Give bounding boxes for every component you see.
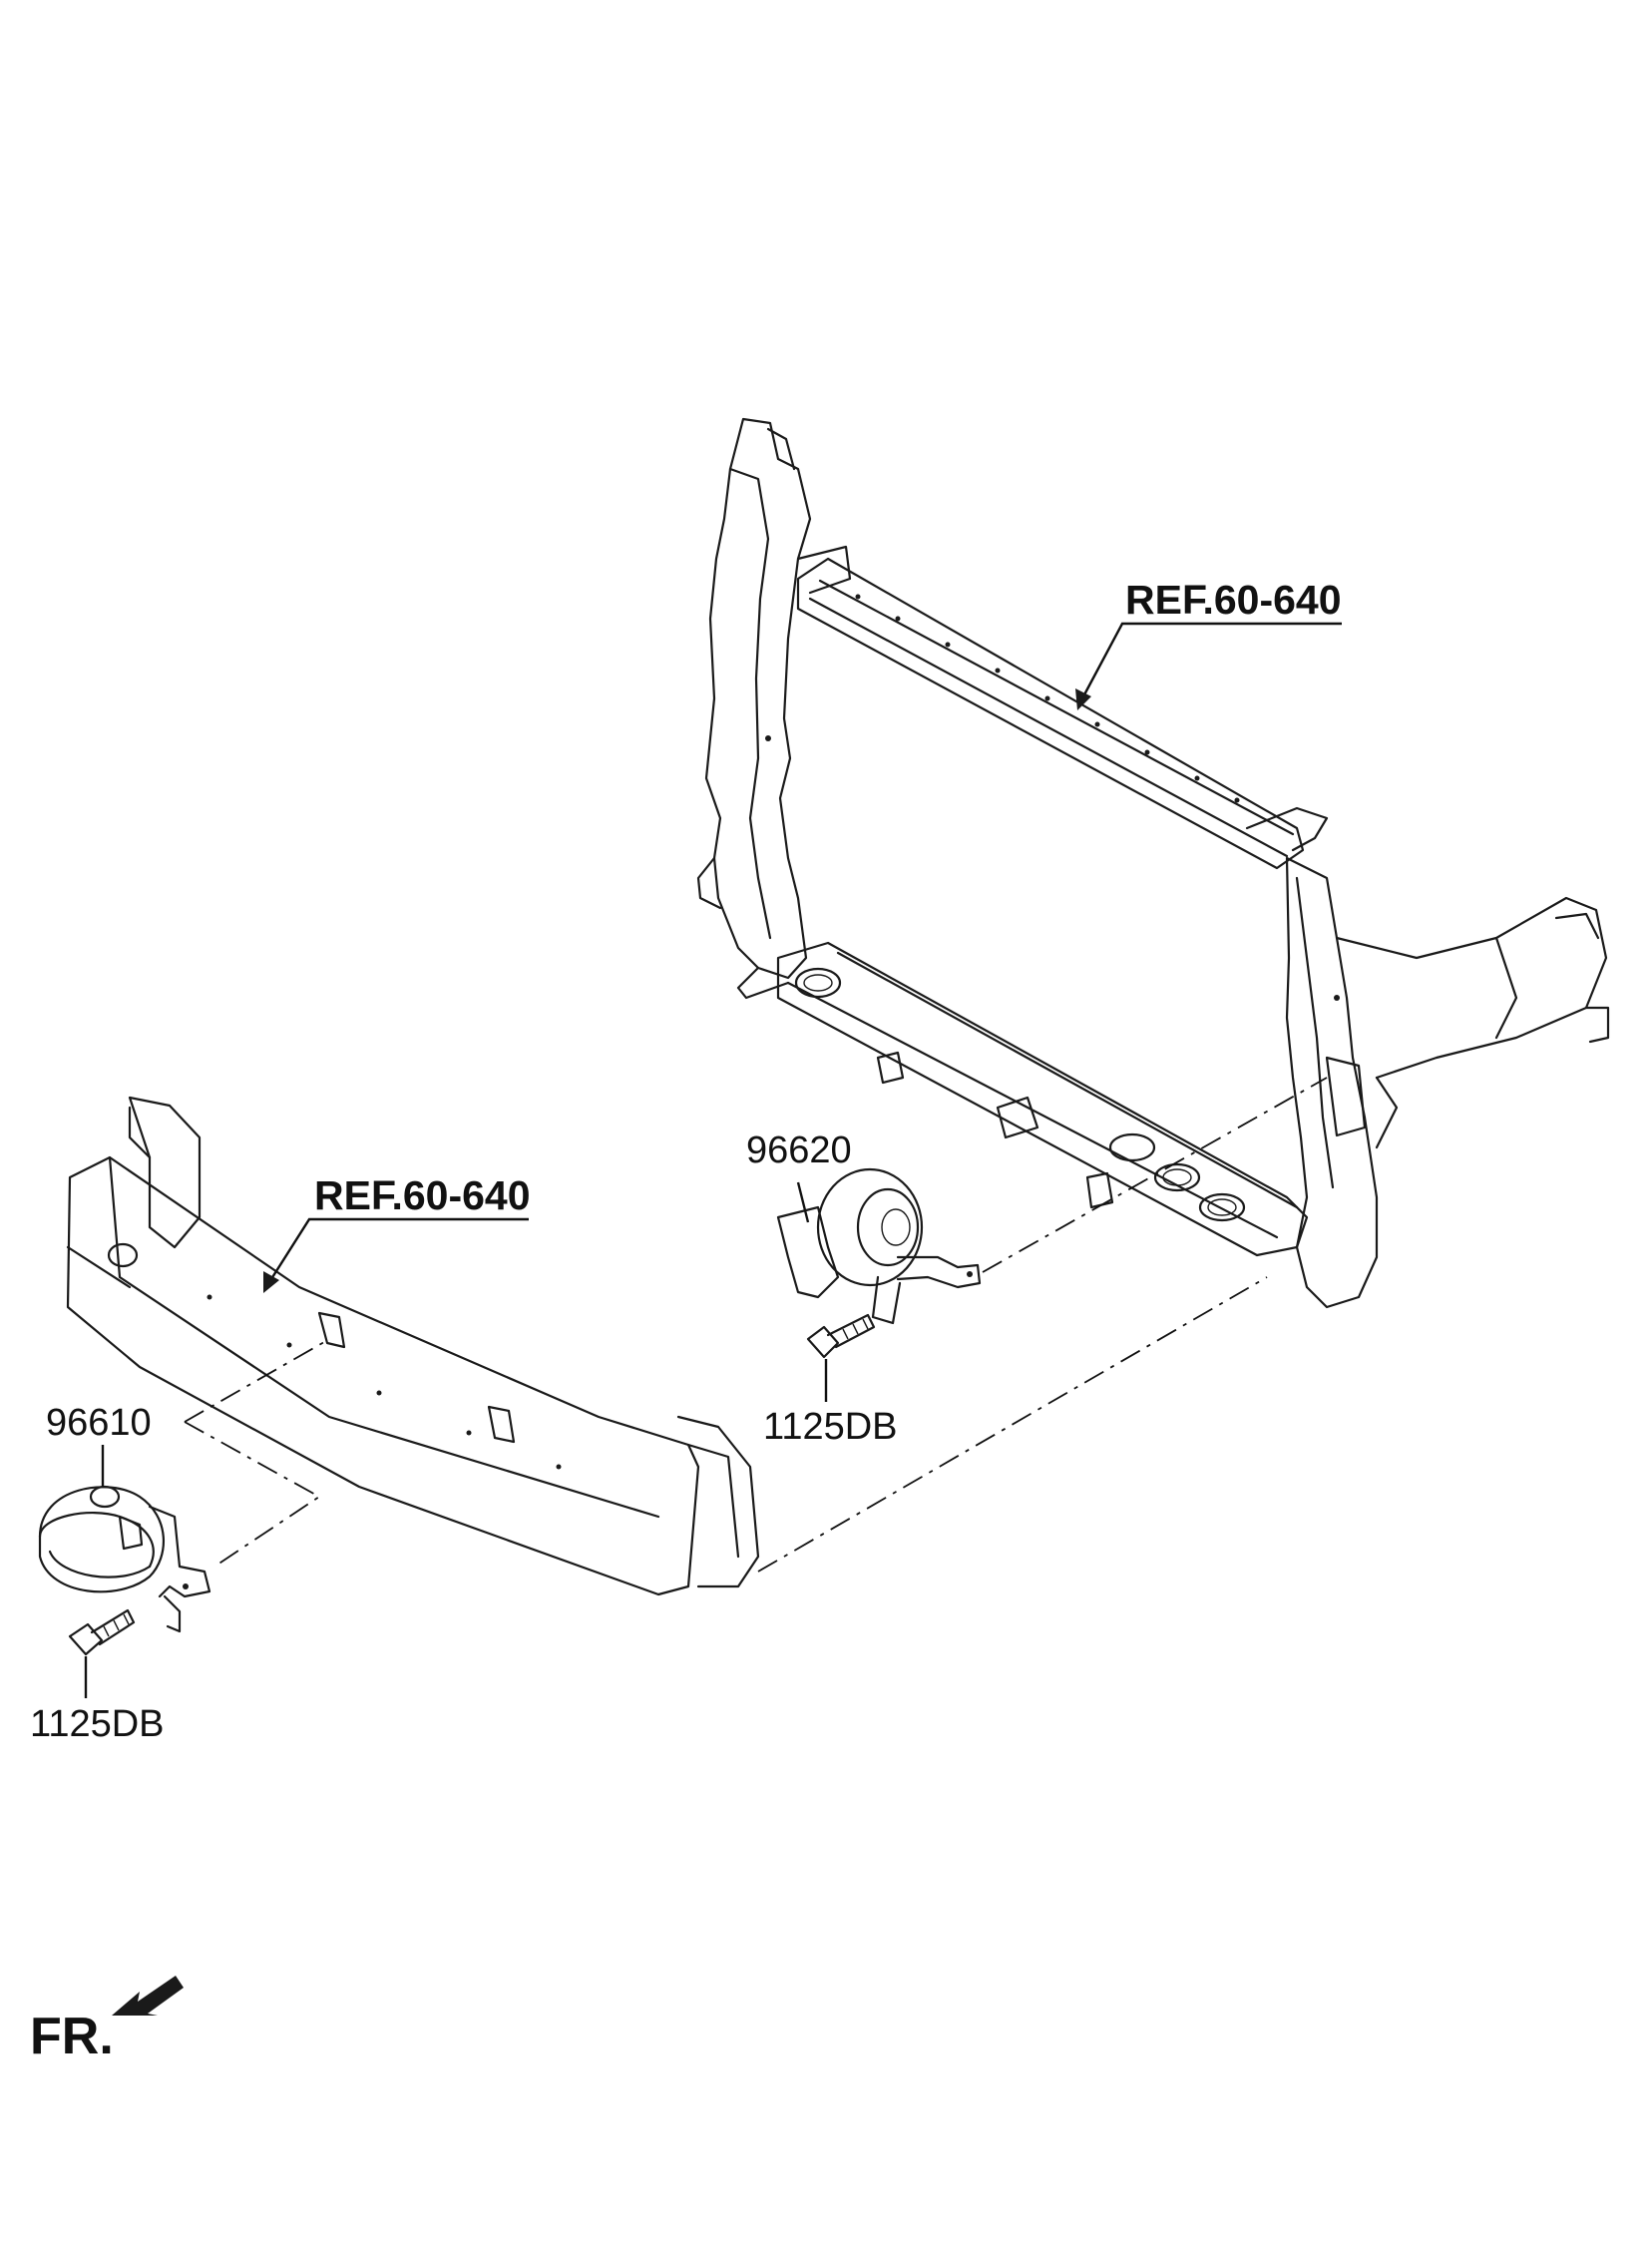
- front-label: FR.: [30, 2008, 114, 2065]
- front-bumper-beam: [66, 1096, 760, 1596]
- horn-96610: [38, 1485, 211, 1633]
- ref-label-lower: REF.60-640: [314, 1172, 531, 1218]
- radiator-support-frame: [696, 417, 1610, 1309]
- part-number-96610: 96610: [46, 1402, 152, 1444]
- part-number-bolt-right: 1125DB: [763, 1406, 898, 1448]
- front-arrow-icon: [112, 1976, 184, 2016]
- bolt-right: [806, 1313, 876, 1359]
- front-indicator: FR.: [30, 1976, 184, 2065]
- horn-96620: [776, 1167, 982, 1325]
- part-number-bolt-left: 1125DB: [30, 1703, 165, 1745]
- bolt-left: [68, 1608, 136, 1656]
- part-number-96620: 96620: [746, 1129, 852, 1171]
- leader-lines: [84, 622, 1342, 1698]
- ref-label-upper: REF.60-640: [1125, 577, 1342, 623]
- alignment-lines: [184, 1077, 1328, 1573]
